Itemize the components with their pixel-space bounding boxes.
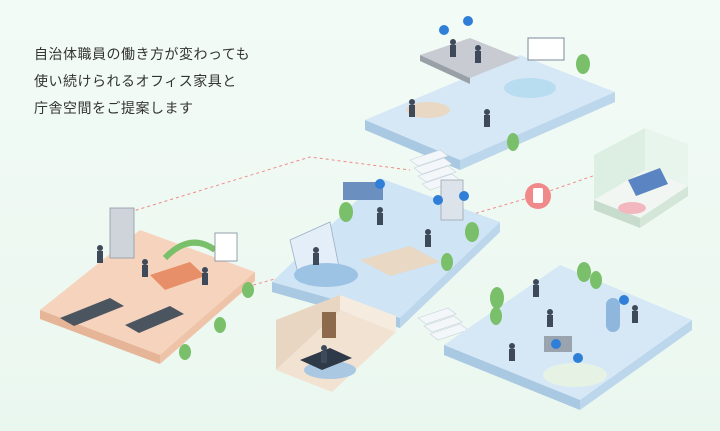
headline-line-2: 使い続けられるオフィス家具と [34,74,237,90]
floor-bottom-workspace [444,265,692,410]
floor-left-service-counter [40,207,255,364]
phone-pin-icon [525,183,551,209]
headline-line-1: 自治体職員の働き方が変わっても [34,47,251,63]
floor-home-telework-room [594,128,688,228]
floor-small-office-room [276,295,396,392]
headline-line-3: 庁舎空間をご提案します [34,101,194,117]
plant-icon [179,282,254,360]
plant-icon [507,54,590,151]
plant-icon [339,202,479,271]
floor-top-meeting-area [365,37,615,170]
plant-icon [490,262,602,325]
speech-bubble-icon [375,16,629,363]
staircase-icon [417,307,469,341]
headline: 自治体職員の働き方が変わっても 使い続けられるオフィス家具と 庁舎空間をご提案し… [34,42,250,123]
person-icon [97,39,638,363]
